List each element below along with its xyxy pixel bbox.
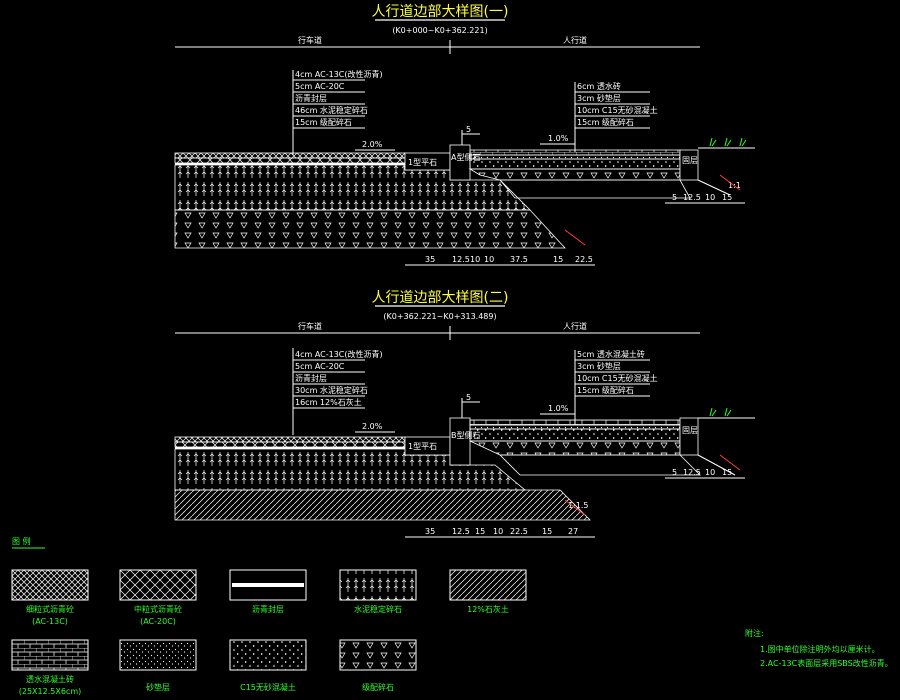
road-layer-3: 沥青封层 bbox=[295, 93, 327, 103]
dim-b6: 15 bbox=[553, 255, 563, 264]
legend-label-4: 水泥稳定碎石 bbox=[354, 604, 402, 614]
detail1-range: (K0+000~K0+362.221) bbox=[392, 26, 487, 35]
legend-label-7: 砂垫层 bbox=[146, 682, 170, 692]
note-2: 2.AC-13C表面层采用SBS改性沥青。 bbox=[760, 658, 893, 668]
notes-title: 附注: bbox=[745, 628, 764, 638]
dim-b7: 22.5 bbox=[575, 255, 593, 264]
legend-swatch-7 bbox=[119, 639, 197, 671]
legend-label-9: 级配碎石 bbox=[362, 682, 394, 692]
dim-r2: 12.5 bbox=[683, 193, 701, 202]
walk-layer-1: 6cm 透水砖 bbox=[577, 81, 621, 91]
dim2-r1: 5 bbox=[672, 468, 677, 477]
sidewalk-label: 人行道 bbox=[563, 35, 587, 45]
walk2-layer-2: 3cm 砂垫层 bbox=[577, 361, 621, 371]
walk2-layer-4: 15cm 级配碎石 bbox=[577, 385, 634, 395]
legend-swatch-2 bbox=[119, 569, 197, 601]
sidewalk-label-2: 人行道 bbox=[563, 321, 587, 331]
dim2-b2: 12.5 bbox=[452, 527, 470, 536]
road-layer-1: 4cm AC-13C(改性沥青) bbox=[295, 69, 383, 79]
carriageway-label-2: 行车道 bbox=[298, 321, 322, 331]
legend-swatch-4 bbox=[339, 569, 417, 601]
walk2-layer-3: 10cm C15无砂混凝土 bbox=[577, 373, 658, 383]
detail-2: 行车道 人行道 4cm AC-13C(改性沥青) 5cm AC-20C 沥青封层… bbox=[174, 321, 755, 538]
dim2-r3: 10 bbox=[705, 468, 715, 477]
detail2-range: (K0+362.221~K0+313.489) bbox=[383, 312, 496, 321]
dim2-b7: 27 bbox=[568, 527, 578, 536]
edge-curb-label: A型侧石 bbox=[451, 152, 480, 162]
walk-layer-3: 10cm C15无砂混凝土 bbox=[577, 105, 658, 115]
legend-label-2: 中粒式沥青砼 bbox=[134, 604, 182, 614]
road2-layer-1: 4cm AC-13C(改性沥青) bbox=[295, 349, 383, 359]
dim-b3: 10 bbox=[470, 255, 480, 264]
fence-label-2: 固层 bbox=[682, 426, 698, 435]
slope-road: 2.0% bbox=[362, 140, 383, 149]
slope-ratio-2: 1:1.5 bbox=[568, 501, 589, 510]
dim2-r2: 12.5 bbox=[683, 468, 701, 477]
dim2-b4: 10 bbox=[493, 527, 503, 536]
road-layer-5: 15cm 级配碎石 bbox=[295, 117, 352, 127]
dim2-b5: 22.5 bbox=[510, 527, 528, 536]
dim-b2: 12.5 bbox=[452, 255, 470, 264]
legend-sub-1: (AC-13C) bbox=[32, 617, 68, 626]
fence-label: 固层 bbox=[682, 156, 698, 165]
legend-label-3: 沥青封层 bbox=[252, 604, 284, 614]
road2-layer-5: 16cm 12%石灰土 bbox=[295, 397, 362, 407]
dim2-b6: 15 bbox=[542, 527, 552, 536]
grass-icon bbox=[709, 407, 732, 417]
walk2-layer-1: 5cm 透水混凝土砖 bbox=[577, 349, 645, 359]
slope-walk: 1.0% bbox=[548, 134, 569, 143]
detail-1: 行车道 人行道 4cm AC-13C(改性沥青) 5cm AC-20C 沥青封层… bbox=[174, 35, 755, 266]
curb-label-2: 1型平石 bbox=[408, 442, 437, 451]
road2-layer-3: 沥青封层 bbox=[295, 373, 327, 383]
dim-b5: 37.5 bbox=[510, 255, 528, 264]
detail1-title: 人行道边部大样图(一) bbox=[372, 4, 509, 20]
legend-swatch-1 bbox=[11, 569, 89, 601]
walk-layer-4: 15cm 级配碎石 bbox=[577, 117, 634, 127]
slope-road-2: 2.0% bbox=[362, 422, 383, 431]
dim2-b1: 35 bbox=[425, 527, 435, 536]
road2-layer-4: 30cm 水泥稳定碎石 bbox=[295, 385, 368, 395]
legend-swatch-5 bbox=[449, 569, 527, 601]
carriageway-label: 行车道 bbox=[298, 35, 322, 45]
legend-label-5: 12%石灰土 bbox=[467, 604, 509, 614]
legend-sub-6: (25X12.5X6cm) bbox=[19, 687, 81, 696]
detail2-title: 人行道边部大样图(二) bbox=[372, 290, 509, 306]
slope-walk-2: 1.0% bbox=[548, 404, 569, 413]
dim-r1: 5 bbox=[672, 193, 677, 202]
legend-label-6: 透水混凝土砖 bbox=[26, 674, 74, 684]
dim-top-2: 5 bbox=[466, 393, 471, 402]
walk-layer-2: 3cm 砂垫层 bbox=[577, 93, 621, 103]
legend-sub-2: (AC-20C) bbox=[140, 617, 176, 626]
road-layer-2: 5cm AC-20C bbox=[295, 82, 345, 91]
dim-r3: 10 bbox=[705, 193, 715, 202]
legend-swatch-9 bbox=[339, 639, 417, 671]
road-layer-4: 46cm 水泥稳定碎石 bbox=[295, 105, 368, 115]
legend-label-1: 细粒式沥青砼 bbox=[26, 604, 74, 614]
legend-swatch-8 bbox=[229, 639, 307, 671]
dim-top: 5 bbox=[466, 125, 471, 134]
legend: 图 例 细粒式沥青砼 (AC-13C) 中粒式沥青砼 (AC-20C) 沥青封层… bbox=[11, 536, 527, 696]
dim2-r4: 15 bbox=[722, 468, 732, 477]
note-1: 1.图中单位除注明外均以厘米计。 bbox=[760, 644, 880, 654]
curb-label: 1型平石 bbox=[408, 158, 437, 167]
legend-title: 图 例 bbox=[12, 536, 31, 546]
legend-swatch-6 bbox=[11, 639, 89, 671]
grass-icon bbox=[709, 137, 747, 147]
dim-b1: 35 bbox=[425, 255, 435, 264]
dim2-b3: 15 bbox=[475, 527, 485, 536]
dim-b4: 10 bbox=[484, 255, 494, 264]
legend-label-8: C15无砂混凝土 bbox=[240, 682, 296, 692]
dim-r4: 15 bbox=[722, 193, 732, 202]
notes: 附注: 1.图中单位除注明外均以厘米计。 2.AC-13C表面层采用SBS改性沥… bbox=[745, 628, 893, 668]
road2-layer-2: 5cm AC-20C bbox=[295, 362, 345, 371]
edge-curb-label-2: B型侧石 bbox=[451, 430, 481, 440]
